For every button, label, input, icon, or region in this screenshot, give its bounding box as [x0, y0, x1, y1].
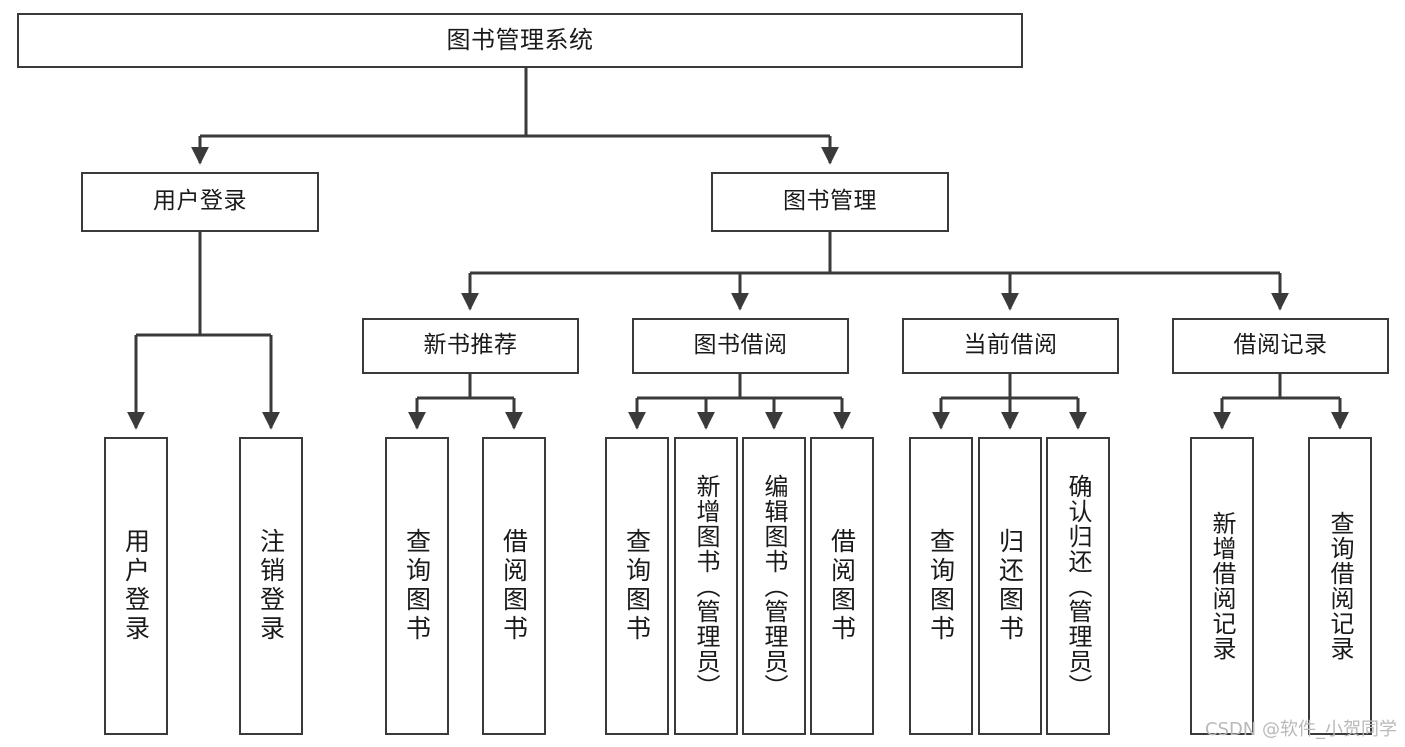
- leaf-return-book[interactable]: 归还图书: [978, 437, 1042, 735]
- node-label: 新书推荐: [423, 332, 518, 359]
- node-label: 图书管理: [783, 188, 877, 215]
- leaf-query-book-recommend[interactable]: 查询图书: [385, 437, 449, 735]
- node-label: 查询图书: [926, 528, 956, 644]
- node-book-management[interactable]: 图书管理: [711, 172, 949, 232]
- leaf-query-book-borrow[interactable]: 查询图书: [605, 437, 669, 735]
- node-label: 借阅图书: [499, 528, 529, 644]
- node-user-login[interactable]: 用户登录: [81, 172, 319, 232]
- node-label: 查询图书: [402, 528, 432, 644]
- node-root-system[interactable]: 图书管理系统: [17, 13, 1023, 68]
- node-label: 确认归还（管理员）: [1064, 473, 1092, 699]
- node-label: 借阅图书: [827, 528, 857, 644]
- node-label: 归还图书: [995, 528, 1025, 644]
- node-label: 新增图书（管理员）: [692, 473, 720, 699]
- leaf-query-borrow-record[interactable]: 查询借阅记录: [1308, 437, 1372, 735]
- leaf-borrow-book-recommend[interactable]: 借阅图书: [482, 437, 546, 735]
- node-current-borrow[interactable]: 当前借阅: [902, 318, 1119, 374]
- watermark: CSDN @软件_小贺同学: [1204, 719, 1397, 740]
- leaf-query-book-current[interactable]: 查询图书: [909, 437, 973, 735]
- node-book-borrow[interactable]: 图书借阅: [632, 318, 849, 374]
- node-label: 当前借阅: [963, 332, 1058, 359]
- leaf-confirm-return-admin[interactable]: 确认归还（管理员）: [1046, 437, 1110, 735]
- node-label: 用户登录: [153, 188, 247, 215]
- leaf-add-book-admin[interactable]: 新增图书（管理员）: [674, 437, 738, 735]
- node-label: 借阅记录: [1233, 332, 1328, 359]
- leaf-user-login[interactable]: 用户登录: [104, 437, 168, 735]
- node-new-book-recommend[interactable]: 新书推荐: [362, 318, 579, 374]
- node-label: 用户登录: [121, 528, 151, 644]
- node-label: 图书借阅: [693, 332, 788, 359]
- node-borrow-record[interactable]: 借阅记录: [1172, 318, 1389, 374]
- node-label: 新增借阅记录: [1208, 511, 1236, 661]
- leaf-borrow-book[interactable]: 借阅图书: [810, 437, 874, 735]
- leaf-logout[interactable]: 注销登录: [239, 437, 303, 735]
- node-label: 查询图书: [622, 528, 652, 644]
- node-label: 查询借阅记录: [1326, 511, 1354, 661]
- node-label: 注销登录: [256, 528, 286, 644]
- node-label: 图书管理系统: [446, 26, 594, 55]
- node-label: 编辑图书（管理员）: [760, 473, 788, 699]
- leaf-edit-book-admin[interactable]: 编辑图书（管理员）: [742, 437, 806, 735]
- leaf-add-borrow-record[interactable]: 新增借阅记录: [1190, 437, 1254, 735]
